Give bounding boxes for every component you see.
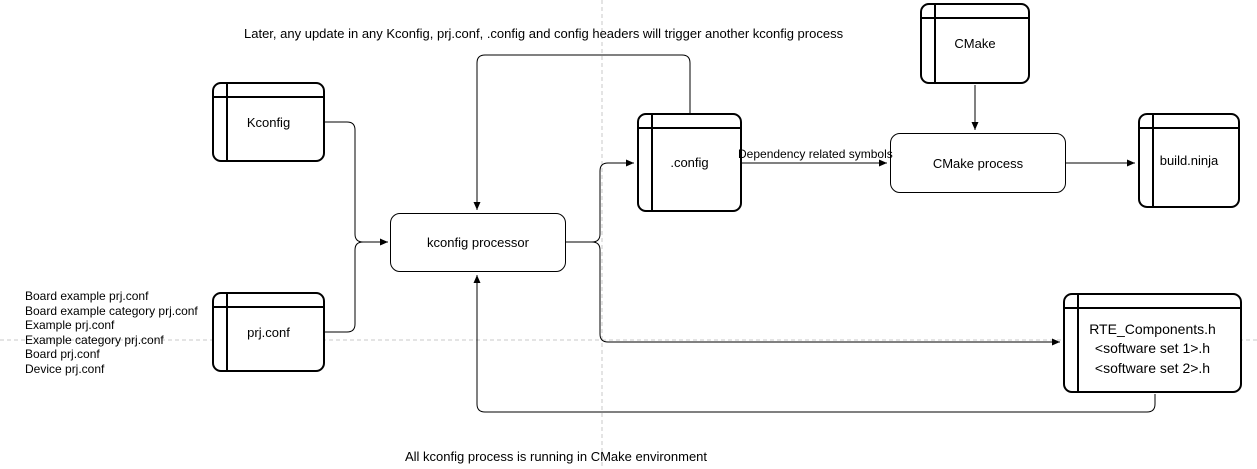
- file-shape-leftbar: [226, 84, 228, 160]
- node-kconfig-processor: kconfig processor: [390, 213, 566, 272]
- bottom-note: All kconfig process is running in CMake …: [405, 449, 708, 464]
- node-kconfig-label: Kconfig: [246, 114, 291, 130]
- prj-conf-variants-list: Board example prj.conf Board example cat…: [25, 289, 198, 376]
- file-shape-leftbar: [226, 294, 228, 370]
- node-prj-conf-label: prj.conf: [247, 324, 290, 340]
- list-item: Board example category prj.conf: [25, 303, 198, 318]
- list-item: Example category prj.conf: [25, 332, 164, 347]
- file-shape-leftbar: [1077, 295, 1079, 391]
- list-item: Board example prj.conf: [25, 289, 149, 303]
- edge-label-dependency-symbols: Dependency related symbols: [738, 147, 893, 161]
- list-item: Board prj.conf: [25, 347, 100, 361]
- file-shape-leftbar: [1152, 115, 1154, 206]
- list-item: Device prj.conf: [25, 361, 105, 376]
- rte-line: <software set 1>.h: [1094, 340, 1211, 357]
- node-dot-config: .config: [637, 113, 742, 212]
- file-shape-topbar: [214, 96, 323, 98]
- rte-line: RTE_Components.h: [1089, 320, 1216, 337]
- node-prj-conf: prj.conf: [212, 292, 325, 372]
- file-shape-topbar: [922, 17, 1028, 19]
- file-shape-topbar: [214, 306, 323, 308]
- file-shape-topbar: [1065, 307, 1240, 309]
- edge-kconfig-to-processor: [325, 121, 388, 246]
- node-cmake-label: CMake: [954, 36, 996, 51]
- node-build-ninja: build.ninja: [1138, 113, 1240, 208]
- node-rte-components-label: RTE_Components.h <software set 1>.h <sof…: [1089, 308, 1216, 379]
- node-cmake: CMake: [920, 3, 1030, 84]
- rte-line: <software set 2>.h: [1094, 359, 1211, 376]
- node-kconfig: Kconfig: [212, 82, 325, 162]
- edge-prjconf-to-processor: [325, 241, 364, 333]
- edge-processor-to-config: [566, 159, 634, 243]
- node-dot-config-label: .config: [670, 155, 709, 170]
- top-note: Later, any update in any Kconfig, prj.co…: [244, 26, 844, 41]
- file-shape-leftbar: [934, 5, 936, 82]
- node-cmake-process-label: CMake process: [932, 155, 1024, 171]
- node-build-ninja-label: build.ninja: [1159, 153, 1219, 168]
- file-shape-topbar: [1140, 127, 1238, 129]
- node-rte-components: RTE_Components.h <software set 1>.h <sof…: [1063, 293, 1242, 393]
- edge-config-to-processor-loop: [473, 54, 691, 210]
- edge-processor-to-rte: [566, 241, 1060, 346]
- edge-rte-to-processor-loop: [473, 275, 1156, 413]
- file-shape-leftbar: [651, 115, 653, 210]
- node-kconfig-processor-label: kconfig processor: [427, 235, 529, 250]
- node-cmake-process: CMake process: [890, 133, 1066, 193]
- list-item: Example prj.conf: [25, 318, 115, 332]
- file-shape-topbar: [639, 127, 740, 129]
